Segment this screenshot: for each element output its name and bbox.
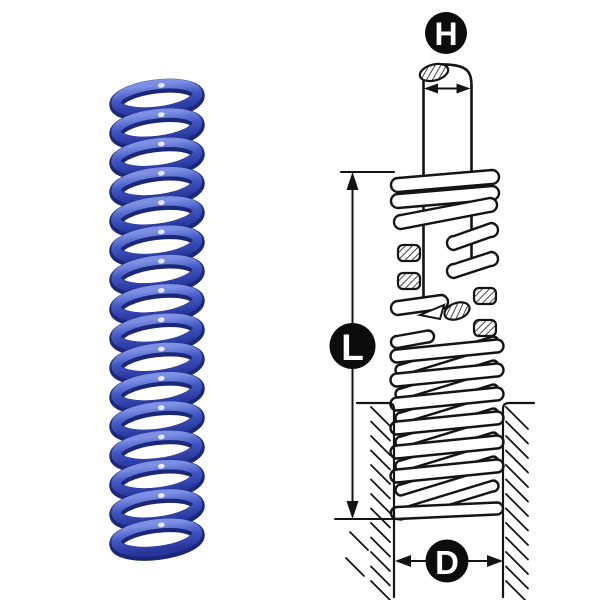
- coil-band: [389, 434, 505, 460]
- pocket-left-hatching: [345, 406, 391, 600]
- coil-band: [389, 410, 505, 436]
- pocket: [345, 401, 536, 600]
- dimension-H: [424, 83, 471, 94]
- coil-band: [389, 338, 505, 364]
- coil-turn: [109, 518, 205, 561]
- rod-cut-section: [418, 62, 450, 83]
- wire-section: [396, 243, 422, 263]
- coil-band: [392, 196, 499, 231]
- pocket-right-hatching: [505, 406, 529, 600]
- coil-band: [445, 221, 500, 252]
- wire-section: [396, 271, 422, 291]
- coil-band-bottom: [389, 501, 505, 521]
- pocket-left-wall: [355, 401, 396, 599]
- wire-cut-end: [443, 301, 471, 321]
- label-H: H: [434, 16, 457, 52]
- arrowhead-right-icon: [456, 83, 471, 94]
- wire-section: [472, 286, 498, 306]
- wire-section: [472, 318, 498, 338]
- coil-band: [389, 362, 505, 388]
- arrowhead-left-icon: [395, 555, 411, 567]
- coil-band: [389, 458, 505, 484]
- label-L: L: [341, 327, 364, 368]
- blue-die-spring-photo: [109, 78, 205, 561]
- wire-tail: [416, 303, 446, 321]
- coil-cross-sections: [396, 243, 498, 338]
- badge-H: [425, 12, 467, 54]
- badge-L: [329, 323, 376, 369]
- coil-band: [445, 250, 500, 280]
- dimension-badges: H L D: [329, 12, 469, 583]
- pocket-right-wall: [501, 401, 536, 599]
- arrowhead-up-icon: [346, 172, 359, 190]
- badge-D: [425, 539, 469, 583]
- coil-band: [389, 386, 505, 412]
- label-D: D: [435, 544, 459, 581]
- spring-lower-coils: [389, 329, 505, 521]
- coil-band: [389, 168, 501, 194]
- arrowhead-left-icon: [424, 83, 438, 94]
- dimension-diagram: [334, 62, 536, 600]
- coil-band: [389, 329, 436, 350]
- arrowhead-down-icon: [346, 501, 359, 519]
- arrowhead-right-icon: [487, 555, 503, 567]
